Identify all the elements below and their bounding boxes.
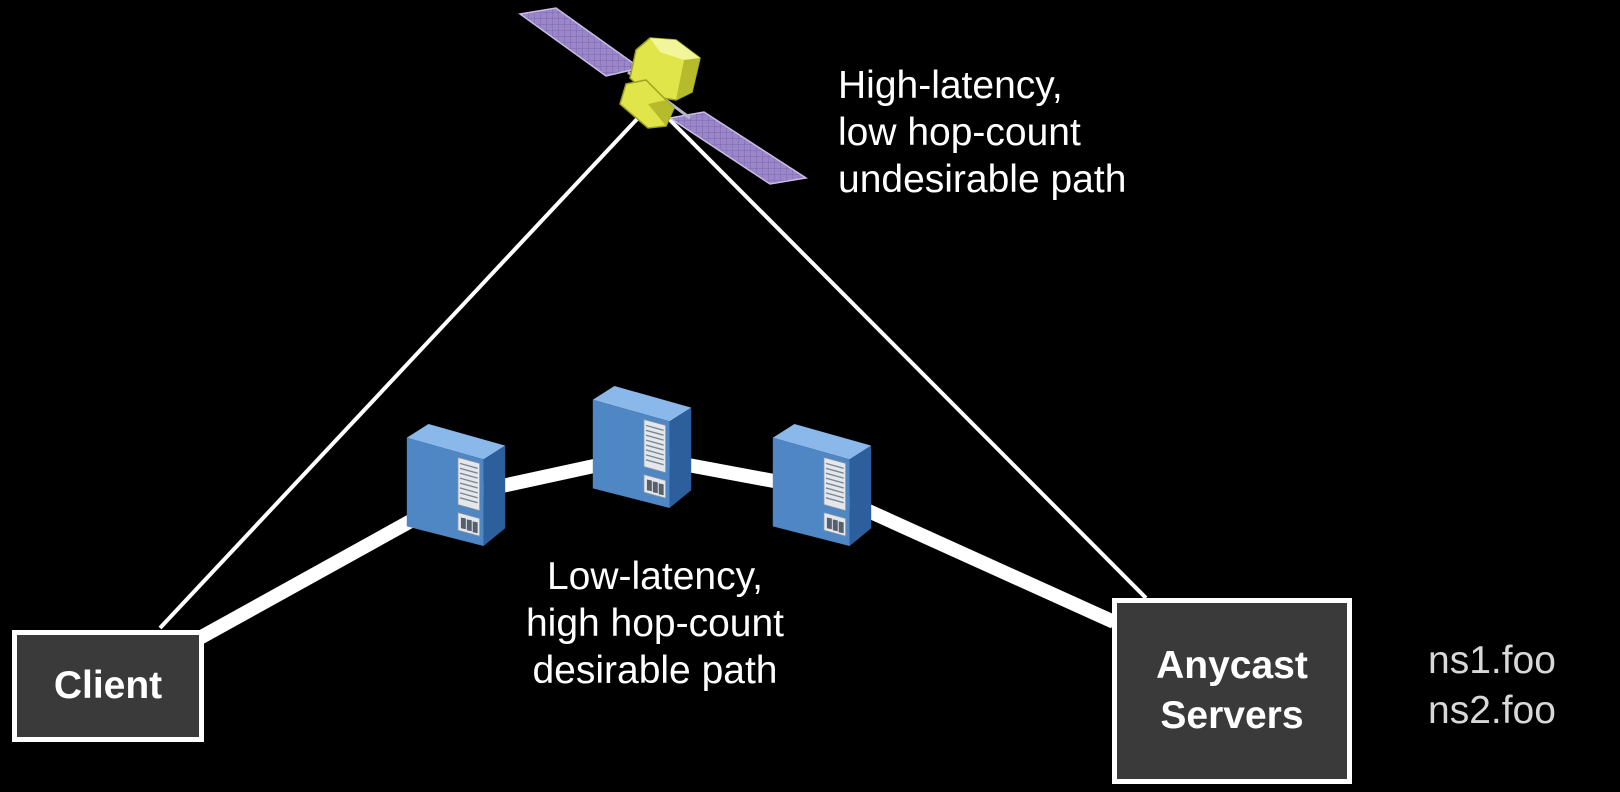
- server-rack-icon: [772, 424, 872, 546]
- name-server-1: ns1.foo: [1428, 639, 1556, 682]
- name-server-2: ns2.foo: [1428, 689, 1556, 732]
- ground-path-line-3: desirable path: [532, 649, 778, 692]
- name-server-list: ns1.foo ns2.foo: [1428, 636, 1556, 736]
- anycast-node-label-line-1: Anycast: [1156, 644, 1308, 687]
- satellite-downlink-line: [666, 116, 1148, 600]
- satellite-icon: [518, 7, 809, 185]
- ground-path-line-1: Low-latency,: [546, 555, 764, 598]
- client-node-label: Client: [53, 664, 163, 707]
- satellite-path-line-1: High-latency,: [838, 64, 1063, 107]
- satellite-path-line-3: undesirable path: [838, 158, 1127, 201]
- ground-path-label: Low-latency, high hop-count desirable pa…: [490, 553, 820, 694]
- server-rack-icon: [406, 424, 506, 546]
- satellite-uplink-line: [158, 116, 640, 630]
- anycast-node-label-line-2: Servers: [1160, 694, 1304, 737]
- satellite-path-label: High-latency, low hop-count undesirable …: [838, 62, 1126, 203]
- satellite-path-line-2: low hop-count: [838, 111, 1081, 154]
- server-rack-icon: [592, 386, 692, 508]
- client-node: Client: [12, 630, 204, 742]
- anycast-servers-node: Anycast Servers: [1112, 598, 1352, 784]
- ground-path-line-2: high hop-count: [525, 602, 785, 645]
